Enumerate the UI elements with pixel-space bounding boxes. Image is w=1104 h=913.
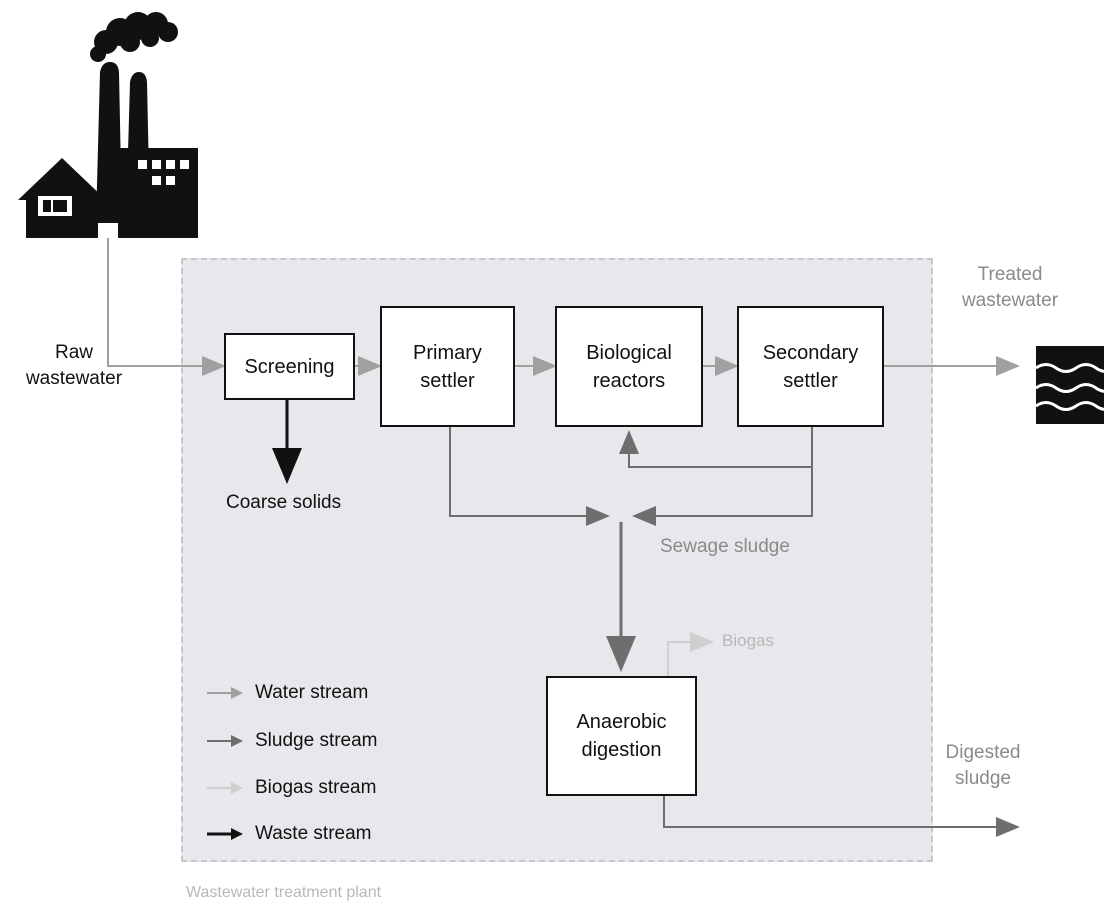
legend-item-water: Water stream [205, 682, 368, 704]
biogas-label: Biogas [722, 631, 774, 650]
primary-settler-label: Primary settler [413, 341, 482, 392]
primary-settler-box: Primary settler [380, 306, 515, 427]
return-sludge-flow [619, 427, 813, 468]
house-factory-icon [18, 12, 198, 238]
secondary-sludge-flow [632, 467, 813, 526]
legend-label-water: Water stream [255, 682, 369, 703]
legend-item-waste: Waste stream [205, 823, 372, 845]
legend-item-sludge: Sludge stream [205, 730, 378, 752]
legend-label-biogas: Biogas stream [255, 777, 377, 798]
waste-stream-swatch [207, 828, 243, 840]
legend-item-biogas: Biogas stream [205, 777, 376, 799]
legend-label-waste: Waste stream [255, 823, 372, 844]
treated-wastewater-label: Treated wastewater [961, 264, 1059, 311]
primary-sludge-flow [449, 427, 610, 526]
water-stream-swatch [207, 687, 243, 699]
digested-sludge-label: Digested sludge [945, 742, 1021, 789]
biological-reactors-label: Biological reactors [586, 341, 672, 392]
raw-wastewater-flow [107, 238, 226, 376]
secondary-settler-label: Secondary settler [762, 341, 859, 392]
anaerobic-digestion-label: Anaerobic digestion [576, 711, 667, 761]
screening-box: Screening [224, 333, 355, 400]
coarse-solids-label: Coarse solids [226, 492, 342, 513]
water-waves-icon [1036, 346, 1104, 424]
screening-label: Screening [244, 355, 335, 378]
plant-label: Wastewater treatment plant [186, 884, 382, 901]
sewage-sludge-label: Sewage sludge [660, 536, 790, 557]
digested-sludge-flow [663, 796, 1020, 837]
sludge-stream-swatch [207, 735, 243, 747]
raw-wastewater-label: Raw wastewater [25, 342, 123, 389]
biological-reactors-box: Biological reactors [555, 306, 703, 427]
legend-label-sludge: Sludge stream [255, 730, 378, 751]
biogas-stream-swatch [207, 782, 243, 794]
secondary-settler-box: Secondary settler [737, 306, 884, 427]
anaerobic-digestion-box: Anaerobic digestion [546, 676, 697, 796]
biogas-flow [667, 632, 714, 676]
